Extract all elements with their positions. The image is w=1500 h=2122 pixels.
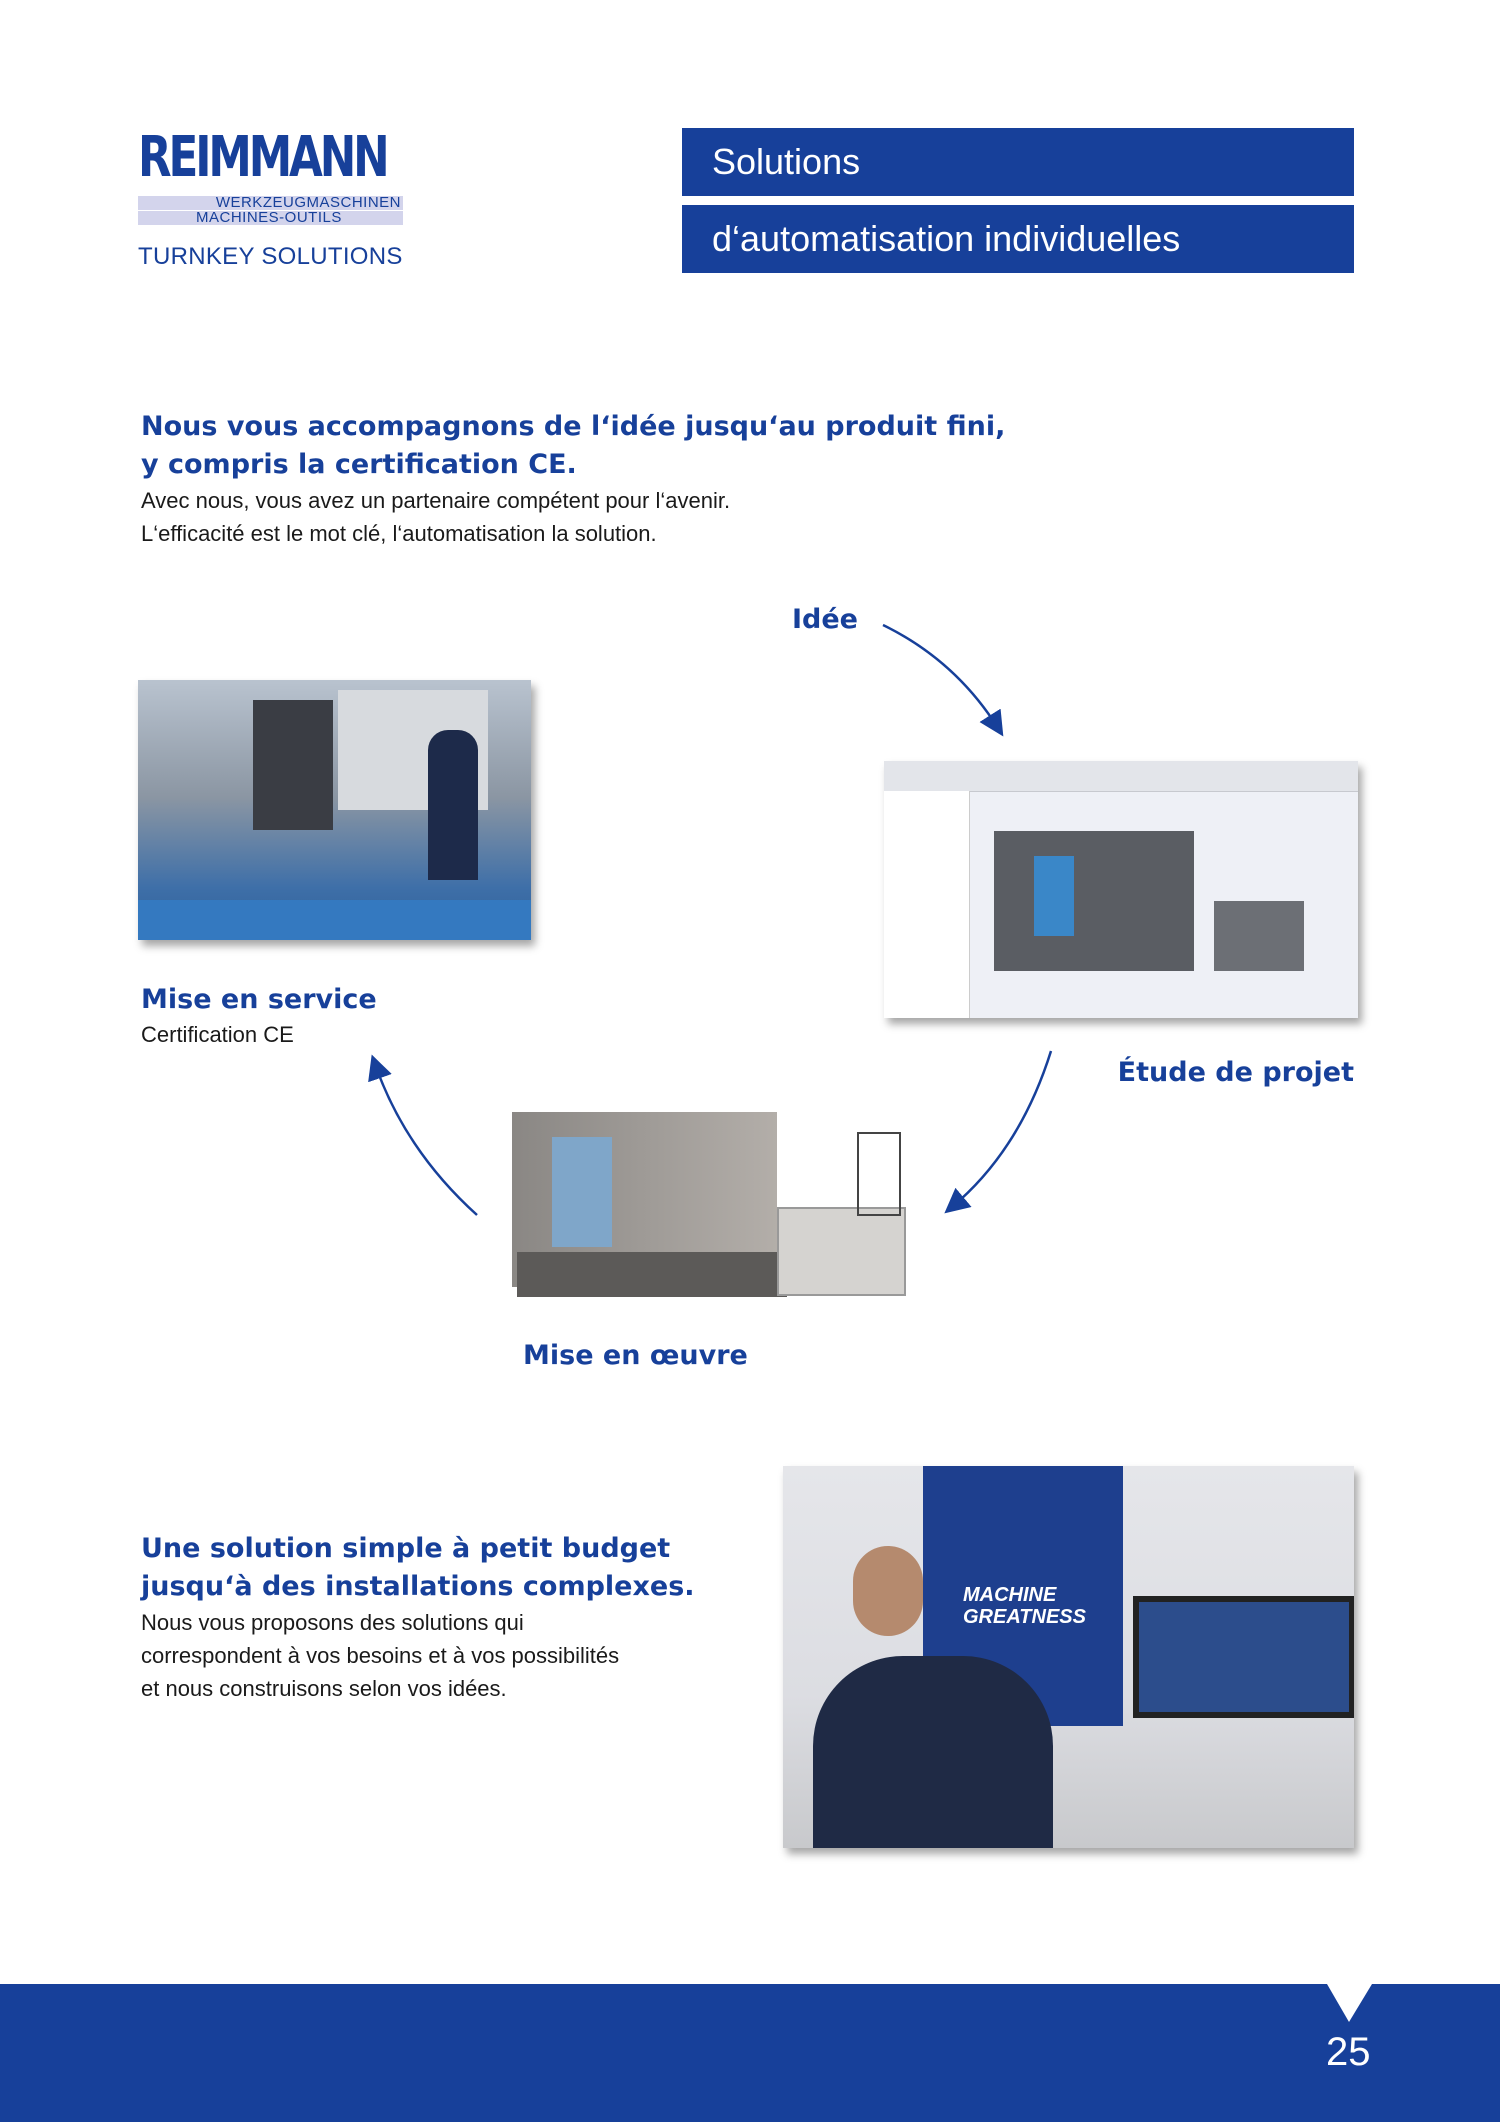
cad-feature-tree [884, 791, 970, 1018]
logo-wordmark: REIMMANN [138, 125, 390, 190]
arrow-implementation-to-commissioning [368, 1054, 478, 1216]
label-idea: Idée [792, 604, 858, 635]
second-section: Une solution simple à petit budget jusqu… [141, 1530, 761, 1705]
machine-door [552, 1137, 612, 1247]
intro-body-1: Avec nous, vous avez un partenaire compé… [141, 488, 731, 513]
monitor-shape [1133, 1596, 1354, 1718]
label-implementation: Mise en œuvre [523, 1340, 748, 1371]
label-project-study: Étude de projet [1117, 1057, 1354, 1088]
photo-engineers: MACHINE GREATNESS [783, 1466, 1354, 1848]
label-commissioning: Mise en service [141, 984, 377, 1015]
table-shape [138, 900, 531, 940]
second-body-3: et nous construisons selon vos idées. [141, 1676, 507, 1701]
intro-section: Nous vous accompagnons de l‘idée jusqu‘a… [141, 408, 1041, 550]
intro-heading-1: Nous vous accompagnons de l‘idée jusqu‘a… [141, 411, 1006, 442]
machine-render [487, 1097, 921, 1320]
label-commissioning-sub: Certification CE [141, 1022, 294, 1047]
logo-line-2-text: MACHINES-OUTILS [196, 209, 342, 226]
second-body-2: correspondent à vos besoins et à vos pos… [141, 1643, 620, 1668]
logo-line-1: WERKZEUGMASCHINEN [138, 194, 403, 211]
photo-commissioning [138, 680, 531, 940]
banner-text: MACHINE GREATNESS [963, 1584, 1086, 1628]
machine-base [517, 1252, 787, 1297]
second-body-1: Nous vous proposons des solutions qui [141, 1610, 524, 1635]
robot-table [777, 1207, 906, 1296]
arrow-study-to-implementation [944, 1050, 1053, 1214]
page-number: 25 [1326, 2030, 1371, 2074]
arrow-idea-to-study [882, 623, 1004, 737]
cad-toolbar [884, 761, 1358, 792]
person-shape [813, 1656, 1053, 1848]
person-head-shape [853, 1546, 923, 1636]
cad-machine-door [1034, 856, 1074, 936]
page-title-line-1: Solutions [682, 128, 1354, 196]
cad-machine-body [994, 831, 1194, 971]
second-heading-1: Une solution simple à petit budget [141, 1533, 671, 1564]
robot-frame [857, 1132, 901, 1216]
banner-text-2: GREATNESS [963, 1606, 1086, 1628]
footer-bar [0, 1984, 1500, 2122]
footer-notch [1327, 1984, 1372, 2022]
operator-shape [428, 730, 478, 880]
banner-text-1: MACHINE [963, 1584, 1057, 1606]
cycle-arrows [368, 623, 1053, 1216]
logo-line-1-text: WERKZEUGMASCHINEN [215, 194, 401, 211]
page-title-line-2: d‘automatisation individuelles [682, 205, 1354, 273]
machine-shape [253, 700, 333, 830]
logo-tagline: TURNKEY SOLUTIONS [138, 243, 403, 270]
intro-heading-2: y compris la certification CE. [141, 449, 577, 480]
intro-body-2: L‘efficacité est le mot clé, l‘automatis… [141, 521, 657, 546]
logo-line-2: MACHINES-OUTILS [138, 209, 403, 226]
cad-screenshot [884, 761, 1358, 1018]
cad-robot-cell [1214, 901, 1304, 971]
second-heading-2: jusqu‘à des installations complexes. [141, 1571, 695, 1602]
